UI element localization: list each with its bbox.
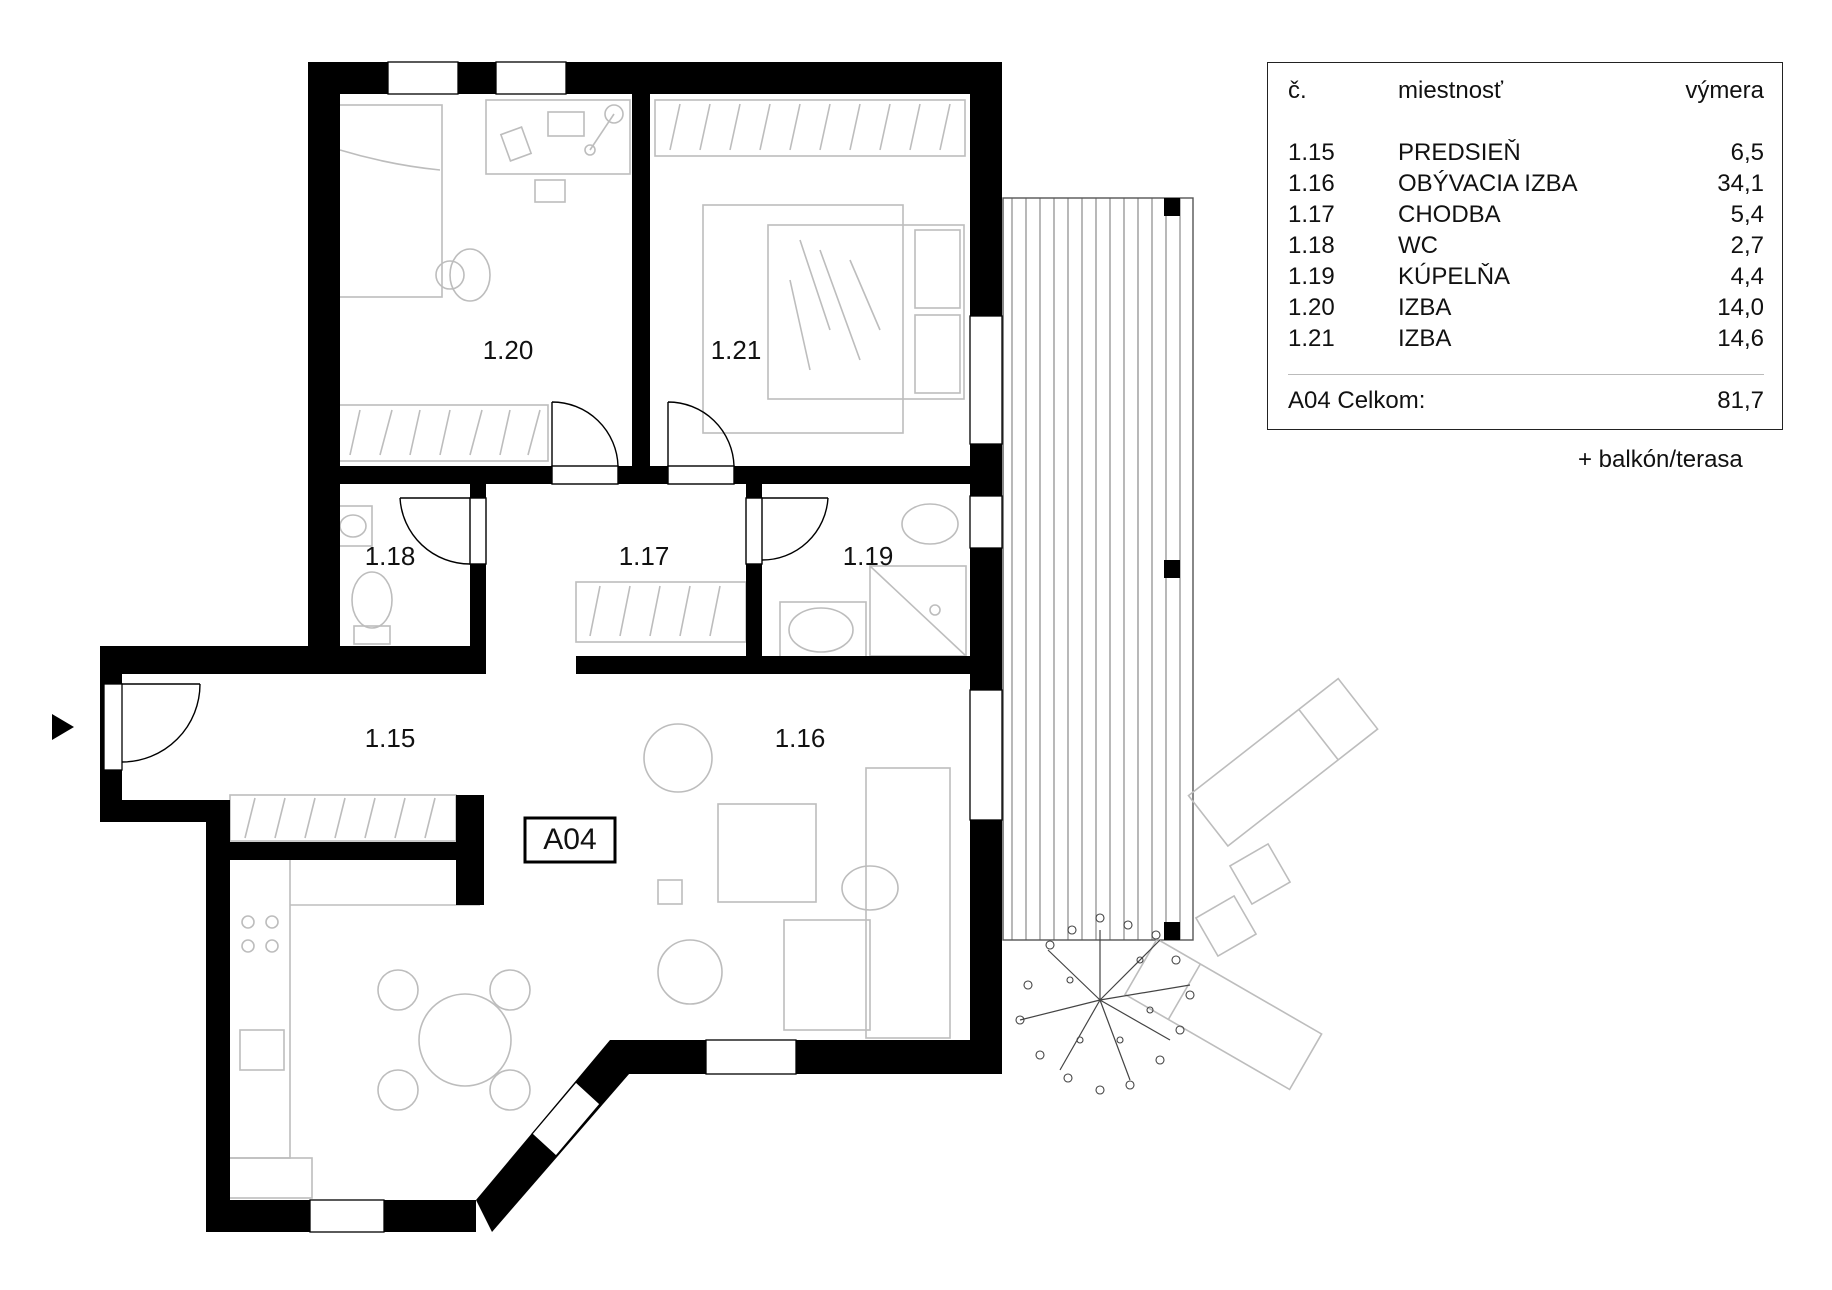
row-area: 5,4 [1730,201,1764,228]
row-number: 1.17 [1288,201,1335,228]
table-row: 1.15 PREDSIEŇ 6,5 [1288,139,1764,169]
header-room: miestnosť [1398,77,1504,104]
row-room: PREDSIEŇ [1398,139,1521,166]
table-divider [1288,374,1764,375]
row-number: 1.18 [1288,232,1335,259]
row-room: OBÝVACIA IZBA [1398,170,1578,197]
room-area-table: č. miestnosť výmera 1.15 PREDSIEŇ 6,5 1.… [1267,62,1783,430]
table-row: 1.21 IZBA 14,6 [1288,325,1764,355]
room-label-1.20: 1.20 [483,335,534,365]
row-area: 14,0 [1717,294,1764,321]
row-number: 1.19 [1288,263,1335,290]
room-label-1.17: 1.17 [619,541,670,571]
row-area: 6,5 [1730,139,1764,166]
row-room: WC [1398,232,1438,259]
walls [100,62,1002,1232]
room-label-1.15: 1.15 [365,723,416,753]
table-row: 1.20 IZBA 14,0 [1288,294,1764,324]
room-label-1.19: 1.19 [843,541,894,571]
furniture-layer [227,99,1379,1199]
row-area: 4,4 [1730,263,1764,290]
total-area: 81,7 [1717,387,1764,414]
windows [103,61,1003,1233]
room-label-1.21: 1.21 [711,335,762,365]
header-area: výmera [1685,77,1764,104]
table-header: č. miestnosť výmera [1288,77,1764,107]
balcony-note: + balkón/terasa [1578,446,1743,473]
row-area: 34,1 [1717,170,1764,197]
total-label: A04 Celkom: [1288,387,1426,414]
table-row: 1.16 OBÝVACIA IZBA 34,1 [1288,170,1764,200]
doors [121,401,829,763]
entrance-arrow-icon [52,714,74,740]
room-label-1.16: 1.16 [775,723,826,753]
table-row: 1.18 WC 2,7 [1288,232,1764,262]
row-number: 1.16 [1288,170,1335,197]
room-label-1.18: 1.18 [365,541,416,571]
apartment-code: A04 [543,823,596,856]
table-total-row: A04 Celkom: 81,7 [1288,387,1764,417]
row-number: 1.20 [1288,294,1335,321]
row-room: IZBA [1398,294,1452,321]
table-row: 1.19 KÚPELŇA 4,4 [1288,263,1764,293]
apartment-code-box [523,816,617,864]
table-row: 1.17 CHODBA 5,4 [1288,201,1764,231]
row-area: 2,7 [1730,232,1764,259]
row-room: CHODBA [1398,201,1501,228]
diagonal-window [531,1081,601,1157]
row-number: 1.15 [1288,139,1335,166]
row-area: 14,6 [1717,325,1764,352]
row-room: KÚPELŇA [1398,263,1511,290]
header-number: č. [1288,77,1307,104]
row-room: IZBA [1398,325,1452,352]
row-number: 1.21 [1288,325,1335,352]
